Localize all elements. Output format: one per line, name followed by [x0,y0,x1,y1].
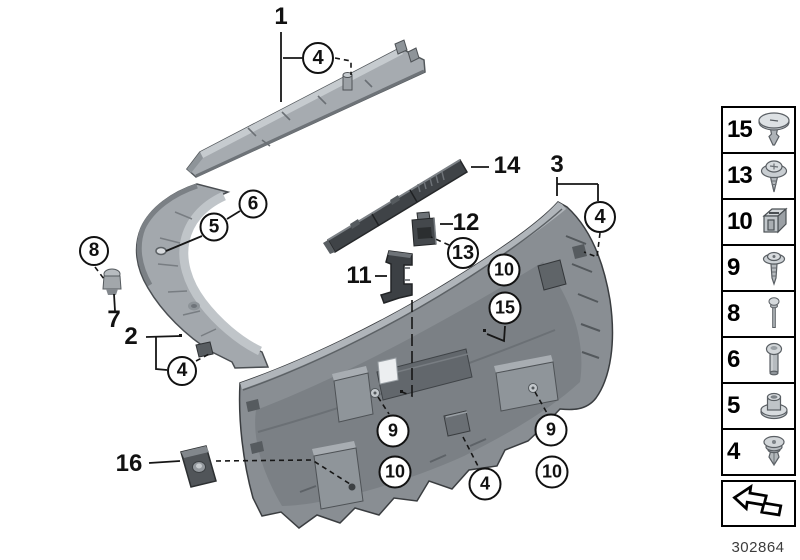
leader-lines [113,32,599,464]
legend-item-5[interactable]: 5 [721,382,796,430]
doc-number: 302864 [731,539,785,556]
legend-number: 10 [727,208,753,235]
legend-item-4[interactable]: 4 [721,428,796,476]
callout-circle-6[interactable]: 6 [238,189,268,219]
callout-circle-4-arch[interactable]: 4 [167,356,197,386]
callout-1-label[interactable]: 1 [274,3,288,30]
round-head-bolt-icon [765,342,783,376]
cage-nut-clip-icon [762,207,788,234]
related-diagram-arrow-icon [731,483,782,516]
callout-14-label[interactable]: 14 [493,152,521,179]
part-cover-cap-16 [180,445,217,488]
legend-item-9[interactable]: 9 [721,244,796,292]
callout-circle-10-left[interactable]: 10 [378,455,412,489]
callout-16-label[interactable]: 16 [115,450,143,477]
callout-circle-15-panel[interactable]: 15 [488,291,522,325]
legend-item-10[interactable]: 10 [721,198,796,246]
legend-number: 5 [727,392,740,419]
legend-item-6[interactable]: 6 [721,336,796,384]
legend-item-15[interactable]: 15 [721,106,796,154]
fastener-legend: 15 13 10 [721,106,796,527]
callout-circle-10-panel[interactable]: 10 [487,253,521,287]
legend-number: 6 [727,346,740,373]
callout-circle-4-panel-bottom[interactable]: 4 [468,467,502,501]
callout-circle-4-panel-right[interactable]: 4 [584,201,616,233]
callout-circle-8[interactable]: 8 [79,236,109,266]
legend-number: 4 [727,438,740,465]
callout-3-label[interactable]: 3 [550,151,564,178]
part-clip-7 [102,268,122,295]
callout-12-label[interactable]: 12 [452,209,480,236]
screw-with-washer-icon [760,160,788,193]
grommet-icon [760,392,788,420]
part-clip-12 [411,211,437,247]
callout-circle-5[interactable]: 5 [199,212,229,242]
part-side-arch-trim [135,183,270,369]
push-pin-rivet-icon [758,112,790,146]
legend-item-8[interactable]: 8 [721,290,796,338]
legend-arrow-box[interactable] [721,480,796,527]
callout-circle-13[interactable]: 13 [447,237,479,269]
legend-number: 15 [727,116,753,143]
callout-circle-9-right[interactable]: 9 [534,413,568,447]
legend-number: 8 [727,300,740,327]
legend-number: 9 [727,254,740,281]
leader-lines-dashed [94,57,601,485]
part-upper-trim-strip [185,39,426,178]
expanding-clip-icon [763,435,785,467]
self-tapping-screw-icon [762,251,786,286]
callout-circle-4-top-strip[interactable]: 4 [302,42,334,74]
legend-number: 13 [727,162,753,189]
callout-2-label[interactable]: 2 [124,323,138,350]
callout-11-label[interactable]: 11 [346,262,372,289]
legend-item-13[interactable]: 13 [721,152,796,200]
leader-end-dots [179,329,486,393]
part-bracket-11 [380,250,413,304]
blind-rivet-icon [768,297,780,328]
part-sill-strip [323,158,469,254]
callout-circle-10-right[interactable]: 10 [535,455,569,489]
callout-7-label[interactable]: 7 [107,306,121,333]
callout-circle-9-left[interactable]: 9 [376,414,410,448]
